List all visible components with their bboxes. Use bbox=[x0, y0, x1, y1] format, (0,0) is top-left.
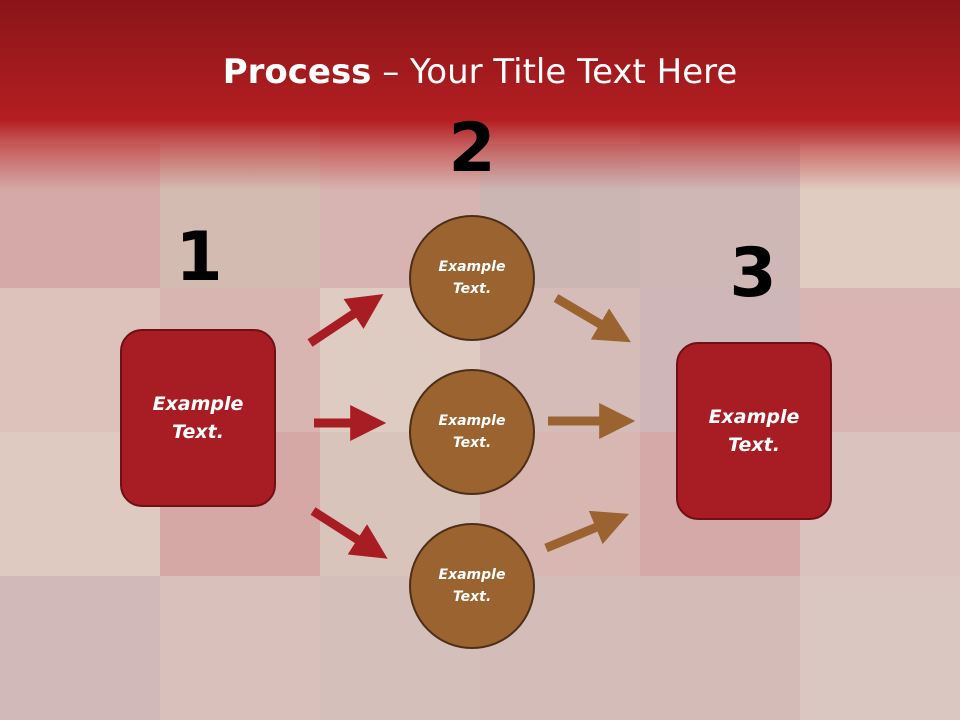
arrow-1-to-bottom bbox=[310, 507, 388, 559]
title-rest: – Your Title Text Here bbox=[371, 52, 738, 92]
step-3-box: Example Text. bbox=[676, 342, 832, 520]
arrow-1-to-top bbox=[307, 294, 384, 347]
step-number-3: 3 bbox=[729, 234, 777, 313]
step-1-box: Example Text. bbox=[120, 329, 276, 507]
slide-title: Process – Your Title Text Here bbox=[0, 52, 960, 92]
step-2-circle-top: Example Text. bbox=[409, 215, 535, 341]
step-2-circle-bottom: Example Text. bbox=[409, 523, 535, 649]
arrow-top-to-3 bbox=[553, 294, 631, 343]
step-2-circle-middle: Example Text. bbox=[409, 369, 535, 495]
step-number-1: 1 bbox=[175, 218, 223, 297]
arrow-bottom-to-3 bbox=[544, 510, 629, 553]
step-number-2: 2 bbox=[448, 109, 496, 188]
title-strong: Process bbox=[222, 52, 372, 92]
title-banner bbox=[0, 0, 960, 190]
